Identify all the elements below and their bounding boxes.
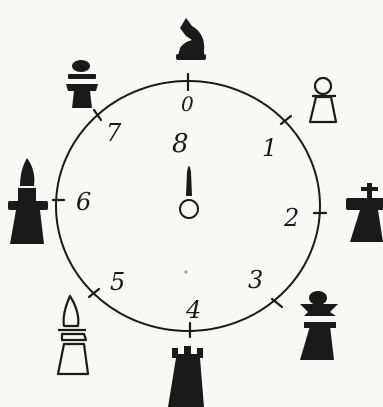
king-icon <box>346 183 383 242</box>
clock-hand <box>186 166 192 196</box>
bishop-black-icon <box>8 158 48 244</box>
dial-label-5: 5 <box>110 268 125 296</box>
queen-small-icon <box>66 60 98 108</box>
dial-label-2: 2 <box>283 204 299 232</box>
pawn-icon <box>310 78 336 122</box>
center-label: 8 <box>172 129 189 159</box>
bishop-white-icon <box>58 296 88 374</box>
ink-dot <box>184 270 187 273</box>
dial-label-6: 6 <box>76 188 91 216</box>
hand-pivot <box>180 200 198 218</box>
dial-label-1: 1 <box>262 134 277 162</box>
dial-label-7: 7 <box>106 119 122 147</box>
rook-icon <box>168 346 204 407</box>
knight-icon <box>176 18 206 60</box>
queen-icon <box>300 291 338 360</box>
dial-label-0: 0 <box>181 92 194 116</box>
dial-label-3: 3 <box>248 266 263 294</box>
dial-label-4: 4 <box>185 296 201 324</box>
tick-3 <box>272 299 282 307</box>
